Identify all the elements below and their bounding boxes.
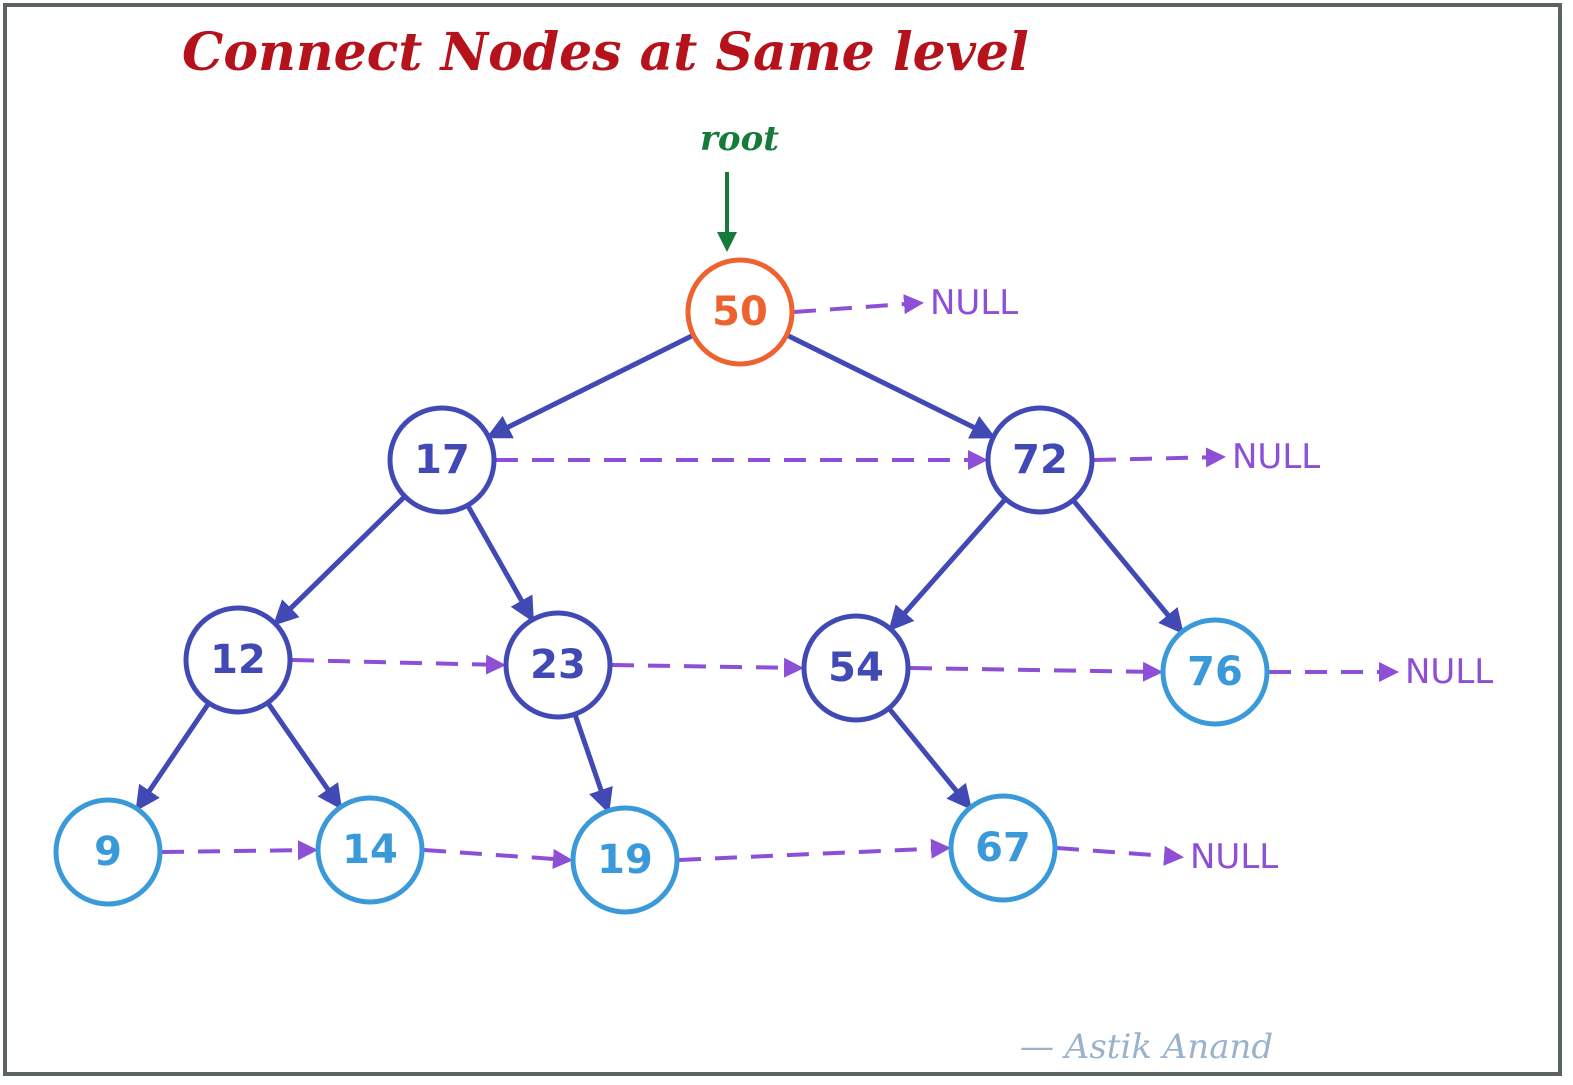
node-value: 12 xyxy=(210,637,266,683)
next-pointer-n23-n54 xyxy=(611,657,804,678)
tree-node-50: 50 xyxy=(685,257,795,367)
node-circle xyxy=(503,610,613,720)
tree-edge-n12-n14 xyxy=(265,701,343,810)
tree-edges xyxy=(135,332,1184,814)
next-pointers: NULL NULL NULL NULL xyxy=(161,283,1493,877)
node-value: 14 xyxy=(342,827,398,873)
tree-node-23: 23 xyxy=(503,610,613,720)
next-pointer-n54-n76 xyxy=(909,661,1163,682)
tree-node-17: 17 xyxy=(387,405,497,515)
next-pointer-n50-null xyxy=(793,294,924,315)
node-circle xyxy=(183,605,293,715)
tree-edge-n50-n17 xyxy=(485,332,695,439)
node-value: 9 xyxy=(94,829,122,875)
null-label: NULL xyxy=(1190,837,1278,877)
null-label: NULL xyxy=(1405,652,1493,692)
node-circle xyxy=(1160,617,1270,727)
node-circle xyxy=(53,797,163,907)
tree-edge-n50-n72 xyxy=(785,332,997,439)
tree-node-72: 72 xyxy=(985,405,1095,515)
tree-node-67: 67 xyxy=(948,793,1058,903)
tree-edge-n23-n19 xyxy=(572,713,613,814)
tree-node-9: 9 xyxy=(53,797,163,907)
node-value: 17 xyxy=(414,437,470,483)
node-value: 67 xyxy=(975,825,1031,871)
node-value: 76 xyxy=(1187,649,1243,695)
diagram-frame xyxy=(3,3,1562,1076)
node-value: 19 xyxy=(597,837,653,883)
node-circle xyxy=(985,405,1095,515)
tree-edge-n54-n67 xyxy=(886,706,973,811)
tree-node-54: 54 xyxy=(801,613,911,723)
next-pointer-n12-n23 xyxy=(291,654,506,675)
node-circle xyxy=(570,805,680,915)
tree-node-14: 14 xyxy=(315,795,425,905)
node-circle xyxy=(315,795,425,905)
next-pointer-n67-null xyxy=(1056,845,1184,866)
next-pointer-n14-n19 xyxy=(423,848,573,869)
node-value: 23 xyxy=(530,642,586,688)
null-label: NULL xyxy=(930,283,1018,323)
null-label: NULL xyxy=(1232,437,1320,477)
tree-node-12: 12 xyxy=(183,605,293,715)
next-pointer-n9-n14 xyxy=(161,840,318,861)
author-signature: — Astik Anand xyxy=(1020,1027,1273,1067)
tree-node-19: 19 xyxy=(570,805,680,915)
tree-node-76: 76 xyxy=(1160,617,1270,727)
tree-nodes: 50 17 72 12 23 54 76 9 14 19 67 xyxy=(53,257,1270,915)
tree-edge-n72-n76 xyxy=(1071,498,1184,635)
node-circle xyxy=(948,793,1058,903)
diagram-title: Connect Nodes at Same level xyxy=(182,22,1029,83)
next-pointer-n19-n67 xyxy=(678,838,951,862)
node-circle xyxy=(387,405,497,515)
tree-edge-n17-n12 xyxy=(272,494,407,626)
node-value: 50 xyxy=(712,289,768,335)
tree-edge-n72-n54 xyxy=(888,497,1008,632)
tree-edge-n12-n9 xyxy=(135,701,211,812)
node-value: 54 xyxy=(828,645,884,691)
node-circle xyxy=(801,613,911,723)
root-label: root xyxy=(700,119,779,159)
node-circle xyxy=(685,257,795,367)
node-value: 72 xyxy=(1012,437,1068,483)
tree-edge-n17-n23 xyxy=(465,504,534,623)
next-pointer-n72-null xyxy=(1093,447,1226,468)
